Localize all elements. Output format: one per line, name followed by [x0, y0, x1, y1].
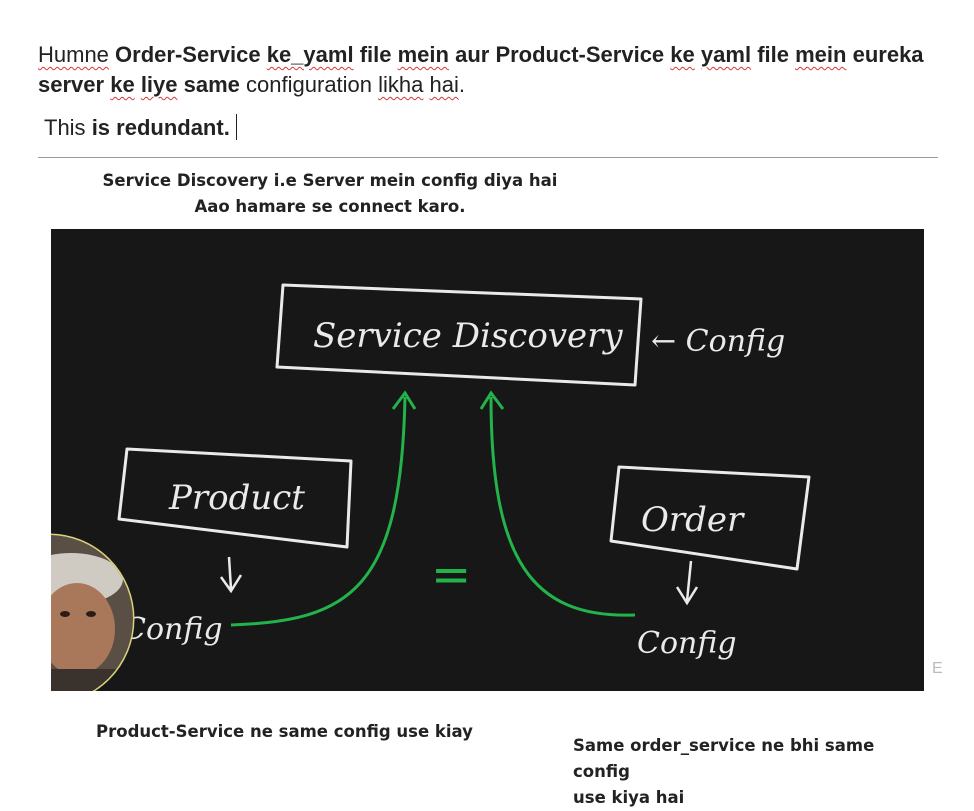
bold-word: yaml: [700, 42, 752, 67]
bold-word: eureka: [852, 42, 924, 67]
bold-word: same: [183, 72, 240, 97]
horizontal-rule: [38, 157, 938, 158]
word: hai: [429, 72, 459, 97]
bold-text: is redundant.: [91, 115, 230, 140]
period: .: [458, 72, 466, 97]
bold-word: ke: [670, 42, 695, 67]
presenter-avatar: [51, 533, 135, 691]
text-cursor: [235, 114, 237, 140]
config-top-label: ← Config: [651, 324, 785, 359]
product-box: [117, 447, 353, 549]
caption-right-line-2: use kiya hai: [573, 788, 685, 807]
word: likha: [378, 72, 424, 97]
bold-word: file: [359, 42, 392, 67]
green-arrow-right-head: [479, 390, 505, 410]
product-down-arrow: [219, 556, 243, 594]
bold-word: aur Product-Service: [455, 42, 665, 67]
service-discovery-box: [275, 283, 643, 387]
blackboard-drawing: Service Discovery ← Config Product Confi…: [51, 283, 811, 691]
bold-word: liye: [140, 72, 178, 97]
order-box: [609, 465, 811, 571]
bold-word: Order-Service: [115, 42, 261, 67]
bold-word: mein: [397, 42, 449, 67]
config-left-label: Config: [123, 612, 223, 647]
bold-word: mein: [795, 42, 847, 67]
paragraph-line-2[interactable]: This is redundant.: [44, 113, 237, 143]
equals-sign: =: [431, 547, 471, 603]
bold-word: server: [38, 72, 105, 97]
order-label: Order: [641, 500, 745, 540]
word: Humne: [38, 42, 109, 67]
figure-caption-top: Service Discovery i.e Server mein config…: [60, 168, 600, 220]
bold-word: ke: [110, 72, 135, 97]
paragraph-line-1: Humne Order-Service ke_yaml file mein au…: [38, 40, 948, 100]
green-arrow-right: [489, 396, 636, 617]
word: configuration: [246, 72, 373, 97]
bold-word: file: [757, 42, 789, 67]
order-down-arrow: [675, 560, 699, 606]
green-arrow-left-head: [391, 390, 417, 410]
green-arrow-left: [230, 396, 407, 627]
figure-caption-left: Product-Service ne same config use kiay: [96, 722, 473, 741]
blackboard-image: Service Discovery ← Config Product Confi…: [51, 229, 924, 691]
product-label: Product: [168, 478, 305, 518]
caption-right-line-1: Same order_service ne bhi same config: [573, 736, 875, 781]
caption-top-line-1: Service Discovery i.e Server mein config…: [102, 171, 558, 190]
service-discovery-label: Service Discovery: [313, 316, 623, 356]
edge-mark: E: [932, 660, 943, 677]
bold-word: ke_yaml: [266, 42, 354, 67]
caption-top-line-2: Aao hamare se connect karo.: [194, 197, 466, 216]
config-right-label: Config: [637, 626, 737, 661]
plain-text: This: [44, 115, 86, 140]
figure-caption-right: Same order_service ne bhi same config us…: [573, 733, 933, 811]
